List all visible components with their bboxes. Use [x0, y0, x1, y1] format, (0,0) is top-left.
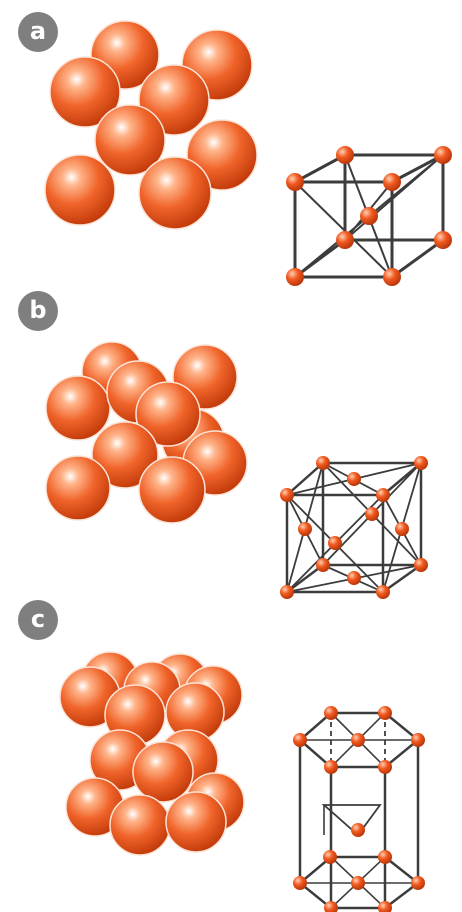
- panel-b: [46, 342, 428, 599]
- panel-label-a: a: [18, 12, 58, 52]
- panel-c-sphere-packing: [60, 652, 244, 855]
- panel-c: [60, 652, 425, 912]
- panel-b-sphere-packing: [46, 342, 247, 523]
- panel-c-atoms: [293, 706, 425, 912]
- panel-label-b: b: [18, 291, 58, 331]
- panel-a-sphere-packing: [45, 21, 257, 229]
- panel-a: [45, 21, 452, 286]
- panel-label-c: c: [18, 600, 58, 640]
